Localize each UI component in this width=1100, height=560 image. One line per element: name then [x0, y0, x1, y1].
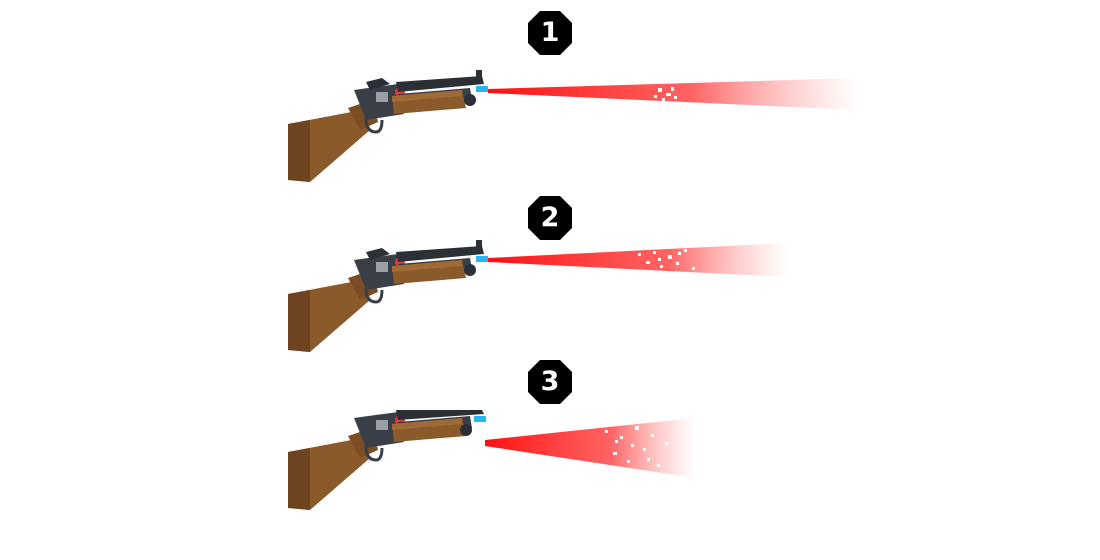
step-number-3: 3 [540, 366, 560, 397]
shotgun-icon [288, 240, 488, 352]
octagon-badge-icon [528, 196, 572, 240]
shotgun-2 [270, 232, 610, 382]
laser-beam-wide [485, 404, 695, 494]
step-badge-2: 2 [525, 193, 575, 243]
step-badge-1: 1 [525, 8, 575, 58]
shotgun-spread-diagram: 1 2 3 [270, 8, 858, 510]
laser-beam-narrow [488, 60, 858, 130]
step-number-2: 2 [540, 202, 560, 233]
step-number-1: 1 [540, 17, 560, 48]
laser-beam-medium [488, 225, 788, 305]
laser-beam-icon [485, 418, 695, 478]
octagon-badge-icon [528, 360, 572, 404]
shotgun-3 [270, 410, 610, 560]
laser-beam-icon [488, 78, 858, 110]
shotgun-1 [270, 62, 610, 212]
shotgun-icon [288, 70, 488, 182]
shotgun-icon [288, 410, 486, 510]
octagon-badge-icon [528, 11, 572, 55]
laser-beam-icon [488, 243, 788, 277]
step-badge-3: 3 [525, 357, 575, 407]
